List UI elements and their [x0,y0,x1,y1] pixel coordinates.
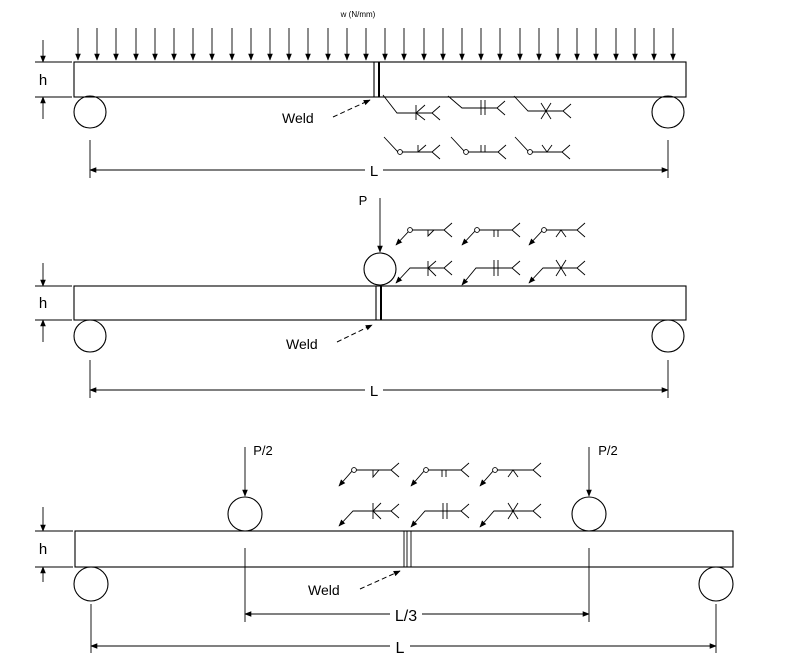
height-label-2: h [39,295,47,312]
span-label-2: L [370,383,378,400]
weld-leader-3 [359,570,401,590]
left-loading-roller [227,496,263,532]
inner-span-label: L/3 [395,608,417,625]
weld-label-3: Weld [308,582,340,598]
diagram-2-center-point-load: P h Weld [35,193,687,400]
left-support-2 [73,319,107,353]
height-label-1: h [39,72,47,89]
right-support-3 [698,566,734,602]
span-dimension-2 [89,360,669,398]
left-support-3 [73,566,109,602]
weld-leader-1 [332,99,371,118]
height-dimension-1 [35,40,72,119]
right-support-1 [651,95,685,129]
span-dimension-1 [89,140,669,178]
span-label-3: L [396,640,405,653]
left-support-1 [73,95,107,129]
right-point-load-label: P/2 [598,443,618,458]
weld-label-2: Weld [286,336,318,352]
diagram-1-distributed-load: w (N/mm) h Weld [35,10,687,180]
right-loading-roller [571,496,607,532]
distributed-load-arrows [75,28,676,61]
loading-roller-2 [363,252,397,286]
distributed-load-label: w (N/mm) [340,10,376,19]
height-label-3: h [39,541,47,558]
height-dimension-2 [35,263,72,342]
right-support-2 [651,319,685,353]
diagram-3-two-point-load: P/2 P/2 h Weld [35,443,734,653]
weld-symbols-row-2b [395,259,586,286]
span-label-1: L [370,163,378,180]
weld-symbols-row-1a [382,94,572,121]
weld-label-1: Weld [282,110,314,126]
weld-symbols-row-3a [338,462,542,487]
weld-leader-2 [336,324,373,343]
left-point-load-label: P/2 [253,443,273,458]
weld-symbols-row-1b [383,136,571,160]
inner-span-dimension [244,548,590,622]
weld-symbols-row-3b [338,502,542,528]
height-dimension-3 [35,507,73,582]
point-load-label: P [359,193,368,208]
weld-symbols-row-2a [395,222,586,246]
span-dimension-3 [90,604,717,653]
